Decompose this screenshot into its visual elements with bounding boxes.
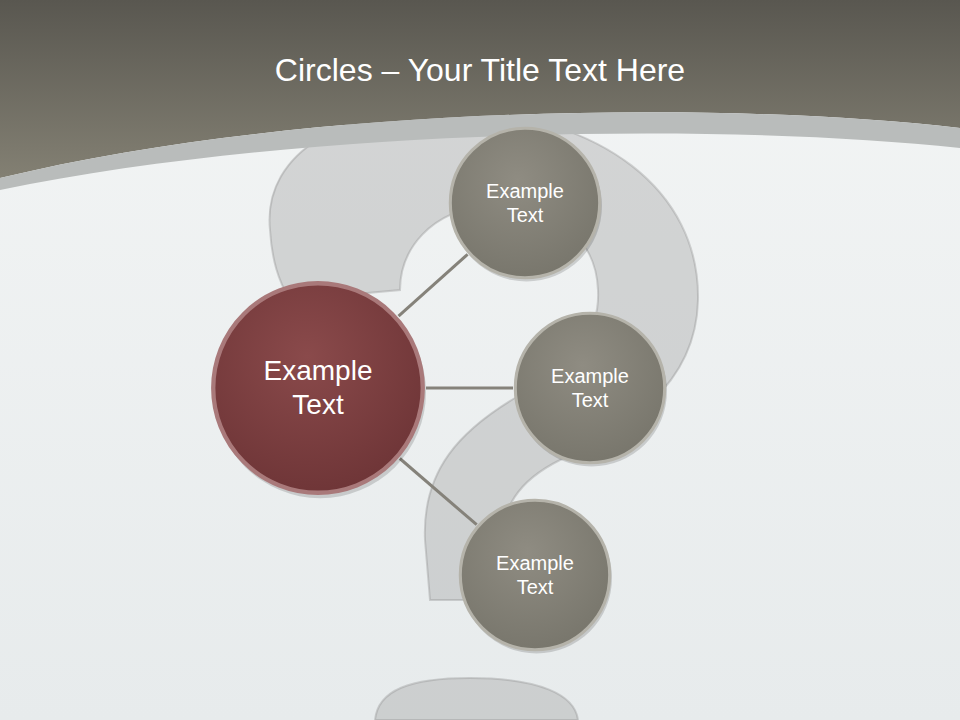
circle-shape (513, 311, 667, 465)
connector (399, 254, 468, 316)
circle-shape (448, 126, 602, 280)
circle-node: Example Text (458, 498, 612, 652)
node-label: Example Text (475, 179, 575, 227)
connector (426, 387, 513, 390)
node-label: Example Text (485, 551, 585, 599)
node-label: Example Text (540, 364, 640, 412)
circle-shape (458, 498, 612, 652)
slide-title: Circles – Your Title Text Here (0, 52, 960, 89)
circle-node: Example Text (210, 280, 426, 496)
circle-shape (210, 280, 426, 496)
connector (400, 459, 477, 525)
circle-node: Example Text (513, 311, 667, 465)
node-label: Example Text (243, 354, 393, 421)
circle-node: Example Text (448, 126, 602, 280)
